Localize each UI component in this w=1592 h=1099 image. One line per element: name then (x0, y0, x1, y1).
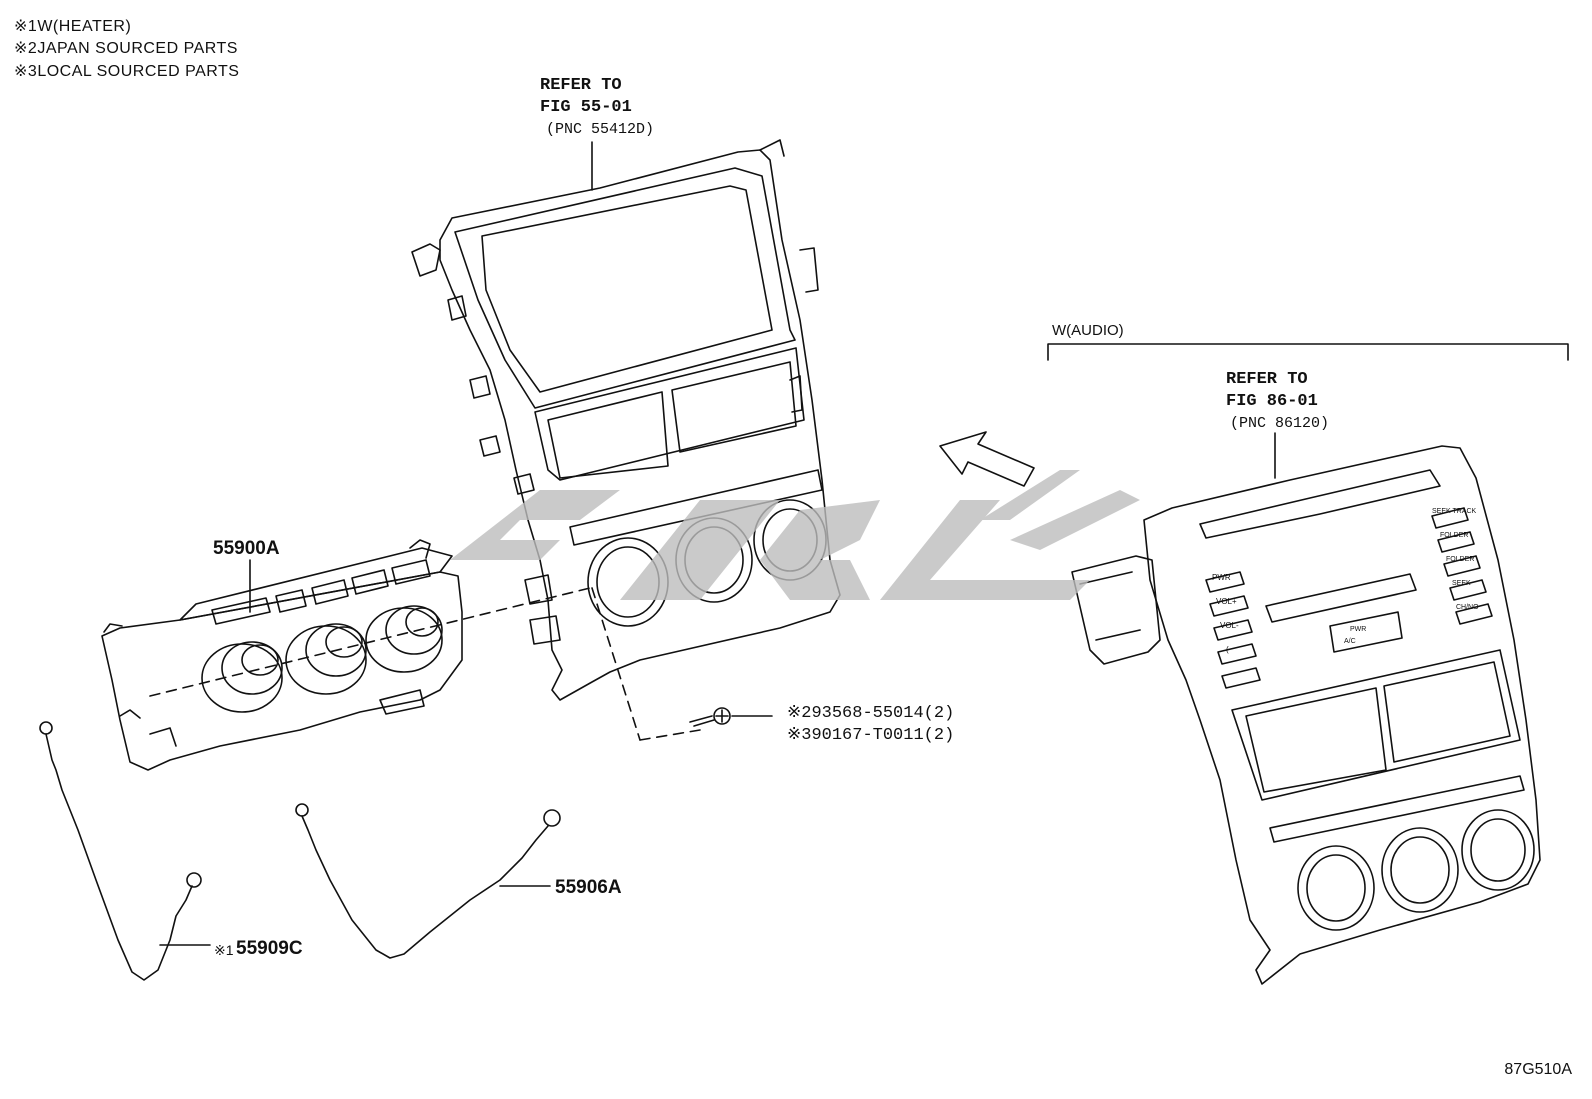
audio-button-vol-up: VOL+ (1216, 597, 1237, 606)
figure-code: 87G510A (1504, 1061, 1572, 1078)
audio-button-seek-track: SEEK TRACK (1432, 508, 1477, 515)
center-bezel-panel (411, 139, 841, 701)
audio-button-4: ( (1226, 645, 1229, 654)
refer-panel-line2: FIG 55-01 (540, 98, 632, 117)
part-label-55906A: 55906A (555, 877, 622, 898)
note-3: ※3LOCAL SOURCED PARTS (14, 63, 240, 80)
audio-bezel-panel (1071, 432, 1541, 985)
audio-button-ch-no: CH/NO (1456, 604, 1479, 611)
watermark-logo (450, 470, 1140, 600)
screw-icon (689, 707, 773, 727)
dial-icon (201, 641, 283, 713)
part-label-55900A: 55900A (213, 538, 280, 559)
cable-55906A (295, 803, 561, 959)
cable-55909C (39, 721, 211, 981)
audio-button-folder-2: FOLDER (1446, 556, 1475, 563)
part-label-screw-2: ※390167-T0011(2) (787, 726, 955, 745)
dial-icon (365, 605, 443, 673)
audio-display-ac: A/C (1344, 638, 1356, 645)
dial-icon (285, 623, 367, 695)
note-1: ※1W(HEATER) (14, 18, 132, 35)
audio-group-label: W(AUDIO) (1052, 322, 1124, 339)
part-label-55909C-mark: ※1 (214, 942, 234, 958)
note-2: ※2JAPAN SOURCED PARTS (14, 40, 238, 57)
refer-audio-line1: REFER TO (1226, 370, 1308, 389)
refer-audio-line2: FIG 86-01 (1226, 392, 1318, 411)
assembly-dashed-lines (149, 587, 701, 741)
refer-audio-line3: (PNC 86120) (1230, 415, 1330, 432)
part-label-55909C: 55909C (236, 938, 303, 959)
audio-button-pwr: PWR (1212, 573, 1231, 582)
direction-arrow-icon (939, 431, 1035, 487)
refer-panel-line1: REFER TO (540, 76, 622, 95)
heater-control-unit (101, 539, 463, 771)
audio-button-seek: SEEK (1452, 580, 1471, 587)
audio-button-folder-1: FOLDER (1440, 532, 1469, 539)
audio-group-bracket (1047, 343, 1569, 361)
part-label-screw-1: ※293568-55014(2) (787, 704, 955, 723)
refer-panel-line3: (PNC 55412D) (546, 121, 655, 138)
audio-button-vol-down: VOL- (1220, 621, 1239, 630)
audio-display-pwr: PWR (1350, 626, 1367, 633)
